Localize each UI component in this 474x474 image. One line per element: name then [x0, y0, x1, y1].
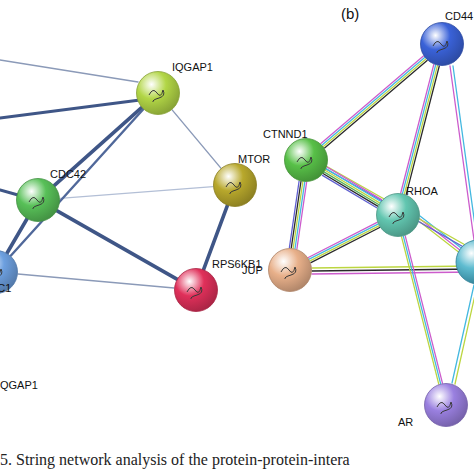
protein-structure — [226, 182, 241, 194]
node-circle — [420, 22, 464, 66]
protein-structure — [0, 269, 2, 281]
interaction-edge-group — [60, 187, 213, 199]
protein-node: MTOR — [213, 163, 257, 207]
evidence-stripe — [291, 181, 301, 247]
interaction-edge-group — [322, 167, 381, 208]
edge-offscreen — [0, 100, 140, 118]
node-circle — [174, 268, 218, 312]
figure-caption: 5. String network analysis of the protei… — [0, 451, 350, 469]
interaction-edge-group — [18, 274, 174, 288]
protein-structure — [281, 267, 296, 279]
edge-offscreen — [0, 190, 18, 195]
protein-name: IQGAP1 — [172, 61, 213, 73]
protein-node: CD44 — [420, 22, 464, 66]
evidence-stripe — [402, 237, 439, 384]
node-circle — [376, 193, 420, 237]
edge-offscreen — [0, 60, 138, 82]
protein-name: RHOA — [406, 185, 438, 197]
node-circle — [213, 163, 257, 207]
interaction-edge-group — [11, 109, 143, 255]
protein-node: RHOA — [376, 193, 420, 237]
protein-node: CTNND1 — [284, 138, 328, 182]
interaction-edge — [401, 65, 434, 193]
evidence-stripe — [325, 170, 379, 202]
interaction-edge-group — [172, 110, 221, 168]
protein-structure — [149, 90, 164, 102]
protein-name: CTNND1 — [263, 128, 308, 140]
evidence-stripe — [324, 172, 378, 204]
evidence-stripe — [323, 174, 377, 206]
node-circle — [284, 138, 328, 182]
interaction-edge — [57, 211, 177, 279]
panel-label: (b) — [341, 5, 359, 22]
interaction-edge — [405, 236, 442, 383]
node-circle — [424, 383, 468, 427]
protein-node: IQGAP1 — [136, 71, 180, 115]
protein-node: RAC1 — [0, 250, 18, 294]
evidence-stripe — [406, 66, 439, 194]
interaction-edge — [60, 187, 213, 199]
evidence-stripe — [289, 181, 299, 247]
protein-structure — [187, 287, 202, 299]
interaction-edge-group — [57, 211, 177, 279]
hidden-node — [456, 240, 474, 284]
node-circle — [136, 71, 180, 115]
evidence-stripe — [322, 58, 425, 145]
protein-name: AR — [398, 416, 413, 428]
evidence-stripe — [310, 226, 379, 261]
protein-node: AR — [424, 383, 468, 427]
interaction-edge — [11, 109, 143, 255]
interaction-edge — [308, 222, 377, 257]
interaction-edge — [321, 56, 424, 143]
protein-node: CDC42 — [16, 178, 60, 222]
protein-node: RPS6KB1 — [174, 268, 218, 312]
protein-name: CDC42 — [50, 168, 86, 180]
protein-structure — [29, 197, 44, 209]
protein-name: RAC1 — [0, 282, 11, 294]
protein-structure — [389, 212, 404, 224]
evidence-stripe — [403, 236, 440, 383]
evidence-stripe — [323, 59, 426, 146]
node-circle — [268, 248, 312, 292]
interaction-edge-group — [402, 236, 443, 384]
interaction-edge-group — [401, 65, 440, 195]
evidence-stripe — [403, 65, 436, 193]
protein-name: QGAP1 — [0, 379, 38, 391]
node-circle — [16, 178, 60, 222]
protein-name: JUP — [242, 264, 263, 276]
protein-name: MTOR — [238, 153, 270, 165]
protein-structure — [297, 157, 312, 169]
evidence-stripe — [404, 66, 437, 194]
evidence-stripe — [309, 224, 378, 259]
evidence-stripe — [322, 175, 376, 207]
interaction-edge-group — [308, 222, 379, 262]
evidence-stripe — [311, 228, 380, 263]
interaction-edge — [172, 110, 221, 168]
interaction-edge — [18, 274, 174, 288]
evidence-stripe — [326, 169, 380, 201]
protein-structure — [437, 402, 452, 414]
edge-to-hidden-node — [312, 66, 474, 384]
interaction-edge-group — [321, 56, 427, 148]
interaction-edge-group — [289, 181, 306, 249]
protein-node: JUP — [268, 248, 312, 292]
protein-structure — [433, 41, 448, 53]
evidence-stripe — [325, 60, 428, 147]
protein-name: CD44 — [445, 10, 473, 22]
